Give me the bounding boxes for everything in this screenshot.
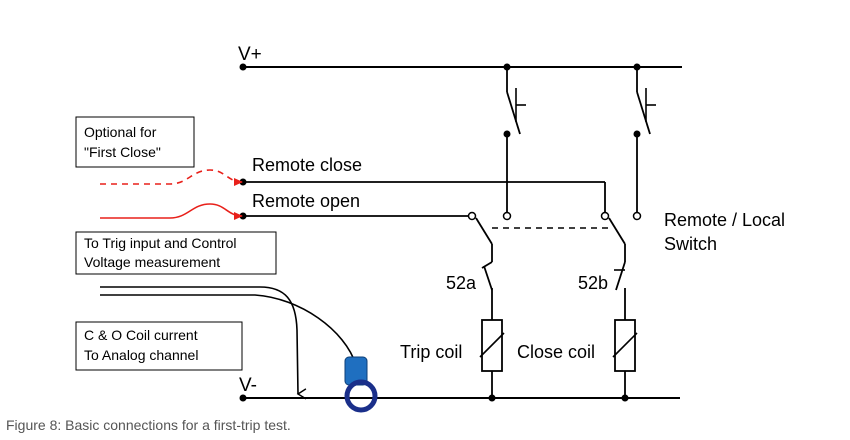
v-minus-bus — [239, 394, 680, 402]
clamp-cable — [100, 294, 357, 366]
close-branch — [614, 244, 626, 398]
optional-first-close-box — [75, 116, 195, 168]
v-minus-label: V- — [239, 375, 257, 396]
trig-box-line2: Voltage measurement — [84, 254, 220, 270]
figure-caption: Figure 8: Basic connections for a first-… — [6, 417, 291, 433]
trig-input-box — [75, 231, 277, 275]
trip-coil-label: Trip coil — [400, 342, 462, 362]
remote-open-line — [239, 211, 477, 221]
pushbutton-right — [632, 67, 656, 221]
remote-close-label: Remote close — [252, 155, 362, 175]
trip-branch — [481, 244, 493, 398]
optional-box-line2: "First Close" — [84, 144, 161, 160]
remote-local-label-line2: Switch — [664, 234, 717, 254]
contact-52a-label: 52a — [446, 273, 477, 293]
close-coil — [612, 319, 638, 372]
v-plus-label: V+ — [238, 44, 262, 65]
remote-local-label-line1: Remote / Local — [664, 210, 785, 230]
remote-open-label: Remote open — [252, 191, 360, 211]
current-clamp-icon — [344, 356, 378, 413]
pushbutton-left — [502, 67, 526, 221]
trip-coil — [479, 319, 505, 372]
coil-box-line1: C & O Coil current — [84, 327, 198, 343]
trig-box-line1: To Trig input and Control — [84, 235, 237, 251]
close-coil-label: Close coil — [517, 342, 595, 362]
remote-local-switch — [475, 217, 626, 245]
optional-box-line1: Optional for — [84, 124, 157, 140]
coil-box-line2: To Analog channel — [84, 347, 198, 363]
v-plus-bus — [239, 63, 682, 71]
coil-current-box — [75, 321, 243, 371]
voltage-probe-arrow — [100, 286, 307, 400]
contact-52b-label: 52b — [578, 273, 608, 293]
trip-signal-arrow — [100, 203, 243, 220]
first-close-signal-arrow — [100, 169, 243, 186]
